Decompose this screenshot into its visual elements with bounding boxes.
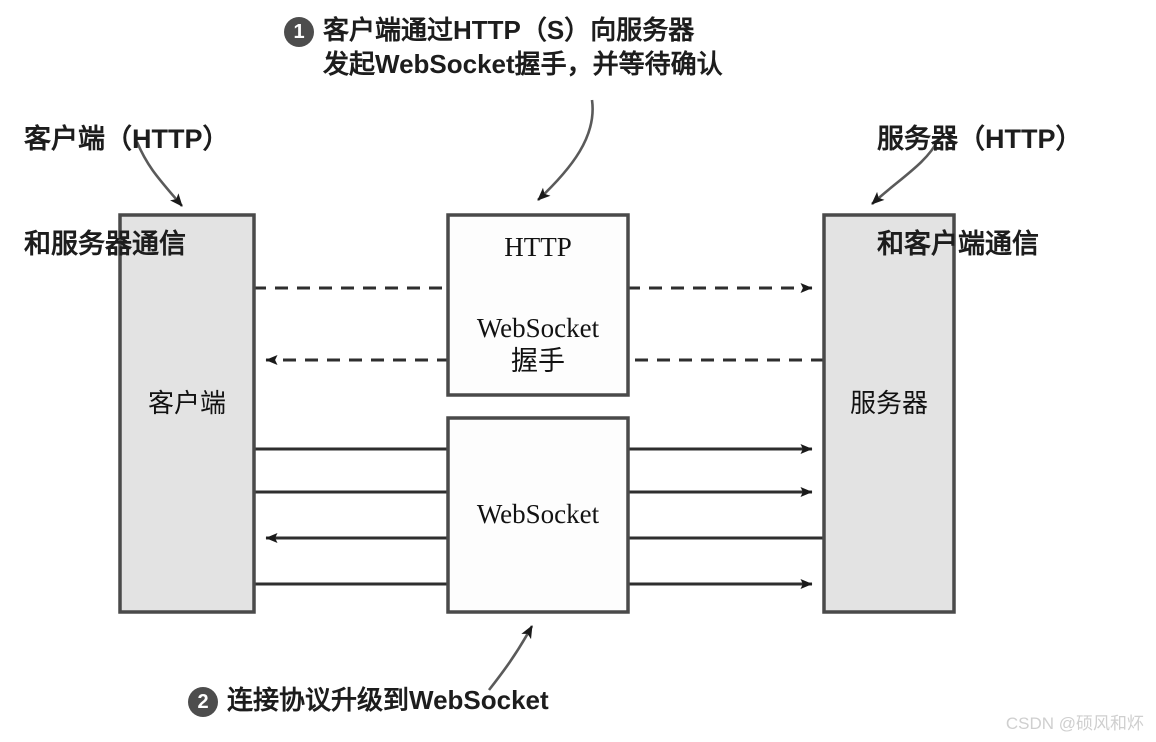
pointer-right-annotation	[871, 139, 940, 205]
annotation-right-line1: 服务器（HTTP）	[877, 124, 1083, 155]
annotation-step2-line1: 连接协议升级到WebSocket	[227, 685, 549, 715]
node-http-handshake-label-line3: 握手	[511, 345, 565, 376]
annotation-step2: 2 连接协议升级到WebSocket	[188, 684, 549, 718]
node-client-label: 客户端	[147, 389, 226, 418]
annotation-step1-line1: 客户端通过HTTP（S）向服务器	[323, 15, 695, 45]
node-websocket[interactable]	[446, 416, 630, 614]
pointer-left-annotation	[135, 141, 183, 207]
step2-badge-icon: 2	[188, 687, 218, 717]
pointer-step1-annotation	[537, 99, 594, 201]
annotation-left-line1: 客户端（HTTP）	[24, 124, 230, 155]
annotation-left-line2: 和服务器通信	[24, 229, 186, 260]
node-http-handshake-label-line2: WebSocket	[476, 313, 600, 343]
annotation-step1-line2: 发起WebSocket握手，并等待确认	[323, 48, 723, 79]
node-http-handshake[interactable]	[446, 213, 630, 397]
watermark: CSDN @硕风和炋	[1005, 714, 1144, 733]
pointer-step2-annotation	[487, 625, 534, 691]
annotation-right: 服务器（HTTP） 和客户端通信	[877, 52, 1083, 333]
node-client[interactable]	[118, 213, 256, 614]
step1-badge-icon: 1	[284, 17, 314, 47]
annotation-step1-text: 客户端通过HTTP（S）向服务器发起WebSocket握手，并等待确认	[323, 14, 723, 82]
flow-lines	[253, 283, 824, 589]
annotation-pointers	[135, 99, 940, 691]
node-http-handshake-label-line1: HTTP	[504, 232, 572, 262]
node-server-label: 服务器	[849, 389, 928, 418]
node-server[interactable]	[822, 213, 956, 614]
annotation-step1: 1 客户端通过HTTP（S）向服务器发起WebSocket握手，并等待确认	[284, 14, 723, 82]
annotation-right-line2: 和客户端通信	[877, 229, 1039, 260]
annotation-left: 客户端（HTTP） 和服务器通信	[24, 52, 230, 333]
node-websocket-label: WebSocket	[476, 499, 600, 529]
